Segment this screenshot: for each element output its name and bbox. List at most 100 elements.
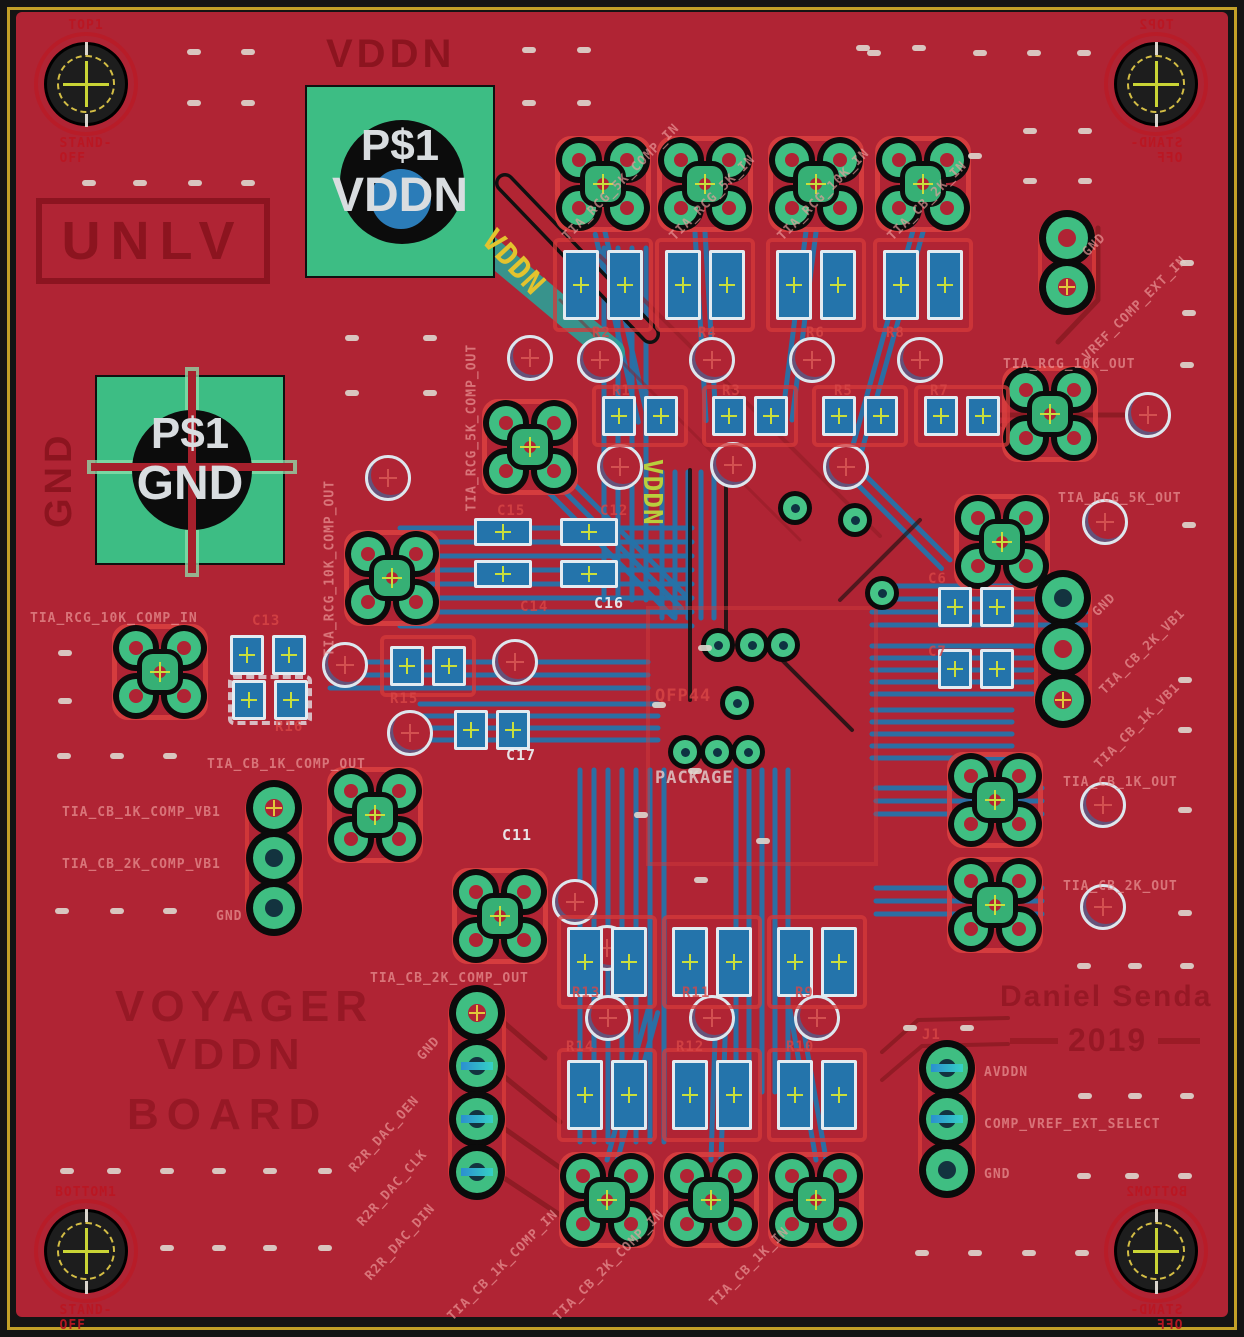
power-pad-gnd[interactable]: P$1 GND [87, 367, 297, 577]
via[interactable] [705, 740, 729, 764]
silk-tick [968, 153, 982, 159]
net-label: TIA_CB_1K_COMP_IN [444, 1207, 562, 1324]
ring-pad[interactable] [334, 774, 368, 808]
smd-pad[interactable] [567, 1060, 603, 1130]
board-title-line1: VOYAGER [115, 982, 374, 1031]
smd-pad[interactable] [432, 646, 466, 686]
smd-pad[interactable] [821, 927, 857, 997]
smd-pad[interactable] [272, 635, 306, 675]
gnd-pad-ref: P$1 [150, 409, 230, 458]
smd-pad[interactable] [672, 1060, 708, 1130]
center-via-pad[interactable] [374, 560, 410, 596]
ring-pad[interactable] [954, 864, 988, 898]
silk-tick [107, 1168, 121, 1174]
silk-tick [187, 100, 201, 106]
drill-pad[interactable] [1125, 392, 1171, 438]
mount-silk [34, 1199, 138, 1303]
header-pin[interactable] [456, 992, 498, 1034]
via[interactable] [736, 740, 760, 764]
center-via-pad[interactable] [482, 898, 518, 934]
drill-pad[interactable] [1082, 499, 1128, 545]
center-via-pad[interactable] [357, 797, 393, 833]
net-label: COMP_VREF_EXT_SELECT [984, 1117, 1161, 1132]
header-pin[interactable] [253, 887, 295, 929]
smd-pad[interactable] [390, 646, 424, 686]
connector-pad-group[interactable] [768, 1152, 864, 1248]
connector-pad-group[interactable] [875, 136, 971, 232]
header-pin[interactable] [456, 1045, 498, 1087]
smd-pad[interactable] [927, 250, 963, 320]
power-pad-vddn[interactable]: P$1 VDDN [305, 85, 495, 278]
ring-pad[interactable] [823, 1159, 857, 1193]
silk-tick [1182, 522, 1196, 528]
gnd-pad-origin-h [91, 463, 293, 471]
smd-pad[interactable] [567, 927, 603, 997]
center-via-pad[interactable] [142, 654, 178, 690]
smd-pad[interactable] [980, 587, 1014, 627]
header-pin[interactable] [926, 1098, 968, 1140]
drill-pad[interactable] [1080, 884, 1126, 930]
connector-pad-group[interactable] [112, 624, 208, 720]
chip-ref-label: QFP44 [655, 686, 712, 706]
header-pin[interactable] [1042, 679, 1084, 721]
center-via-pad[interactable] [905, 166, 941, 202]
connector-pad-group[interactable] [327, 767, 423, 863]
center-via-pad[interactable] [984, 524, 1020, 560]
ref-designator: J1 [922, 1027, 941, 1043]
ring-pad[interactable] [382, 822, 416, 856]
center-via-pad[interactable] [798, 166, 834, 202]
ring-pad[interactable] [930, 143, 964, 177]
ref-designator: C6 [928, 571, 947, 587]
ref-designator: R4 [698, 325, 717, 341]
center-via-pad[interactable] [589, 1182, 625, 1218]
connector-pad-group[interactable] [768, 136, 864, 232]
header-pin[interactable] [1042, 628, 1084, 670]
mount-silk [1104, 1199, 1208, 1303]
resistor-pads[interactable] [228, 675, 312, 725]
ref-designator: C7 [928, 644, 947, 660]
center-via-pad[interactable] [512, 429, 548, 465]
pin-header[interactable] [448, 986, 506, 1199]
center-via-pad[interactable] [693, 1182, 729, 1218]
resistor-pads[interactable] [380, 635, 476, 697]
drill-pad[interactable] [1080, 782, 1126, 828]
via[interactable] [673, 740, 697, 764]
connector-pad-group[interactable] [452, 868, 548, 964]
header-pin[interactable] [253, 787, 295, 829]
smd-pad[interactable] [611, 927, 647, 997]
board-title-line2: VDDN [157, 1030, 306, 1079]
connector-pad-group[interactable] [954, 494, 1050, 590]
header-pin[interactable] [456, 1151, 498, 1193]
resistor-pads[interactable] [662, 1048, 762, 1142]
connector-pad-group[interactable] [657, 136, 753, 232]
smd-pad[interactable] [924, 396, 958, 436]
mount-silk [34, 32, 138, 136]
ring-pad[interactable] [1002, 864, 1036, 898]
via[interactable] [725, 691, 749, 715]
net-label: GND [1089, 590, 1120, 620]
pin-header[interactable] [245, 781, 303, 935]
silk-tick [1027, 50, 1041, 56]
mount-tick [85, 42, 88, 55]
smd-pad[interactable] [274, 680, 308, 720]
header-pin[interactable] [253, 837, 295, 879]
smd-pad[interactable] [232, 680, 266, 720]
ring-pad[interactable] [775, 1159, 809, 1193]
smd-pad[interactable] [230, 635, 264, 675]
header-pin[interactable] [456, 1098, 498, 1140]
ref-designator: R5 [834, 383, 853, 399]
ring-pad[interactable] [351, 537, 385, 571]
ring-pad[interactable] [882, 191, 916, 225]
smd-pad[interactable] [672, 927, 708, 997]
capacitor-pads[interactable] [228, 632, 308, 678]
header-pin[interactable] [926, 1149, 968, 1191]
drill-pad[interactable] [365, 455, 411, 501]
resistor-pads[interactable] [767, 915, 867, 1009]
ref-designator: C14 [520, 599, 549, 615]
drill-pad[interactable] [322, 642, 368, 688]
smd-pad[interactable] [777, 927, 813, 997]
silk-tick [756, 838, 770, 844]
net-label: TIA_RCG_10K_COMP_IN [30, 611, 198, 626]
center-via-pad[interactable] [687, 166, 723, 202]
center-via-pad[interactable] [798, 1182, 834, 1218]
